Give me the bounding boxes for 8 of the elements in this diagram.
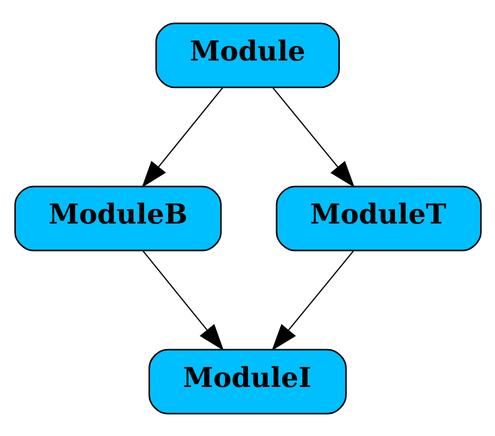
node-box: ModuleI [148, 348, 346, 414]
arrow [141, 86, 223, 188]
arrow [272, 86, 354, 188]
arrow [271, 250, 354, 350]
arrow [142, 250, 224, 350]
node-box: ModuleB [14, 185, 222, 251]
node-box: ModuleT [275, 185, 482, 251]
node-box: Module [154, 22, 340, 88]
